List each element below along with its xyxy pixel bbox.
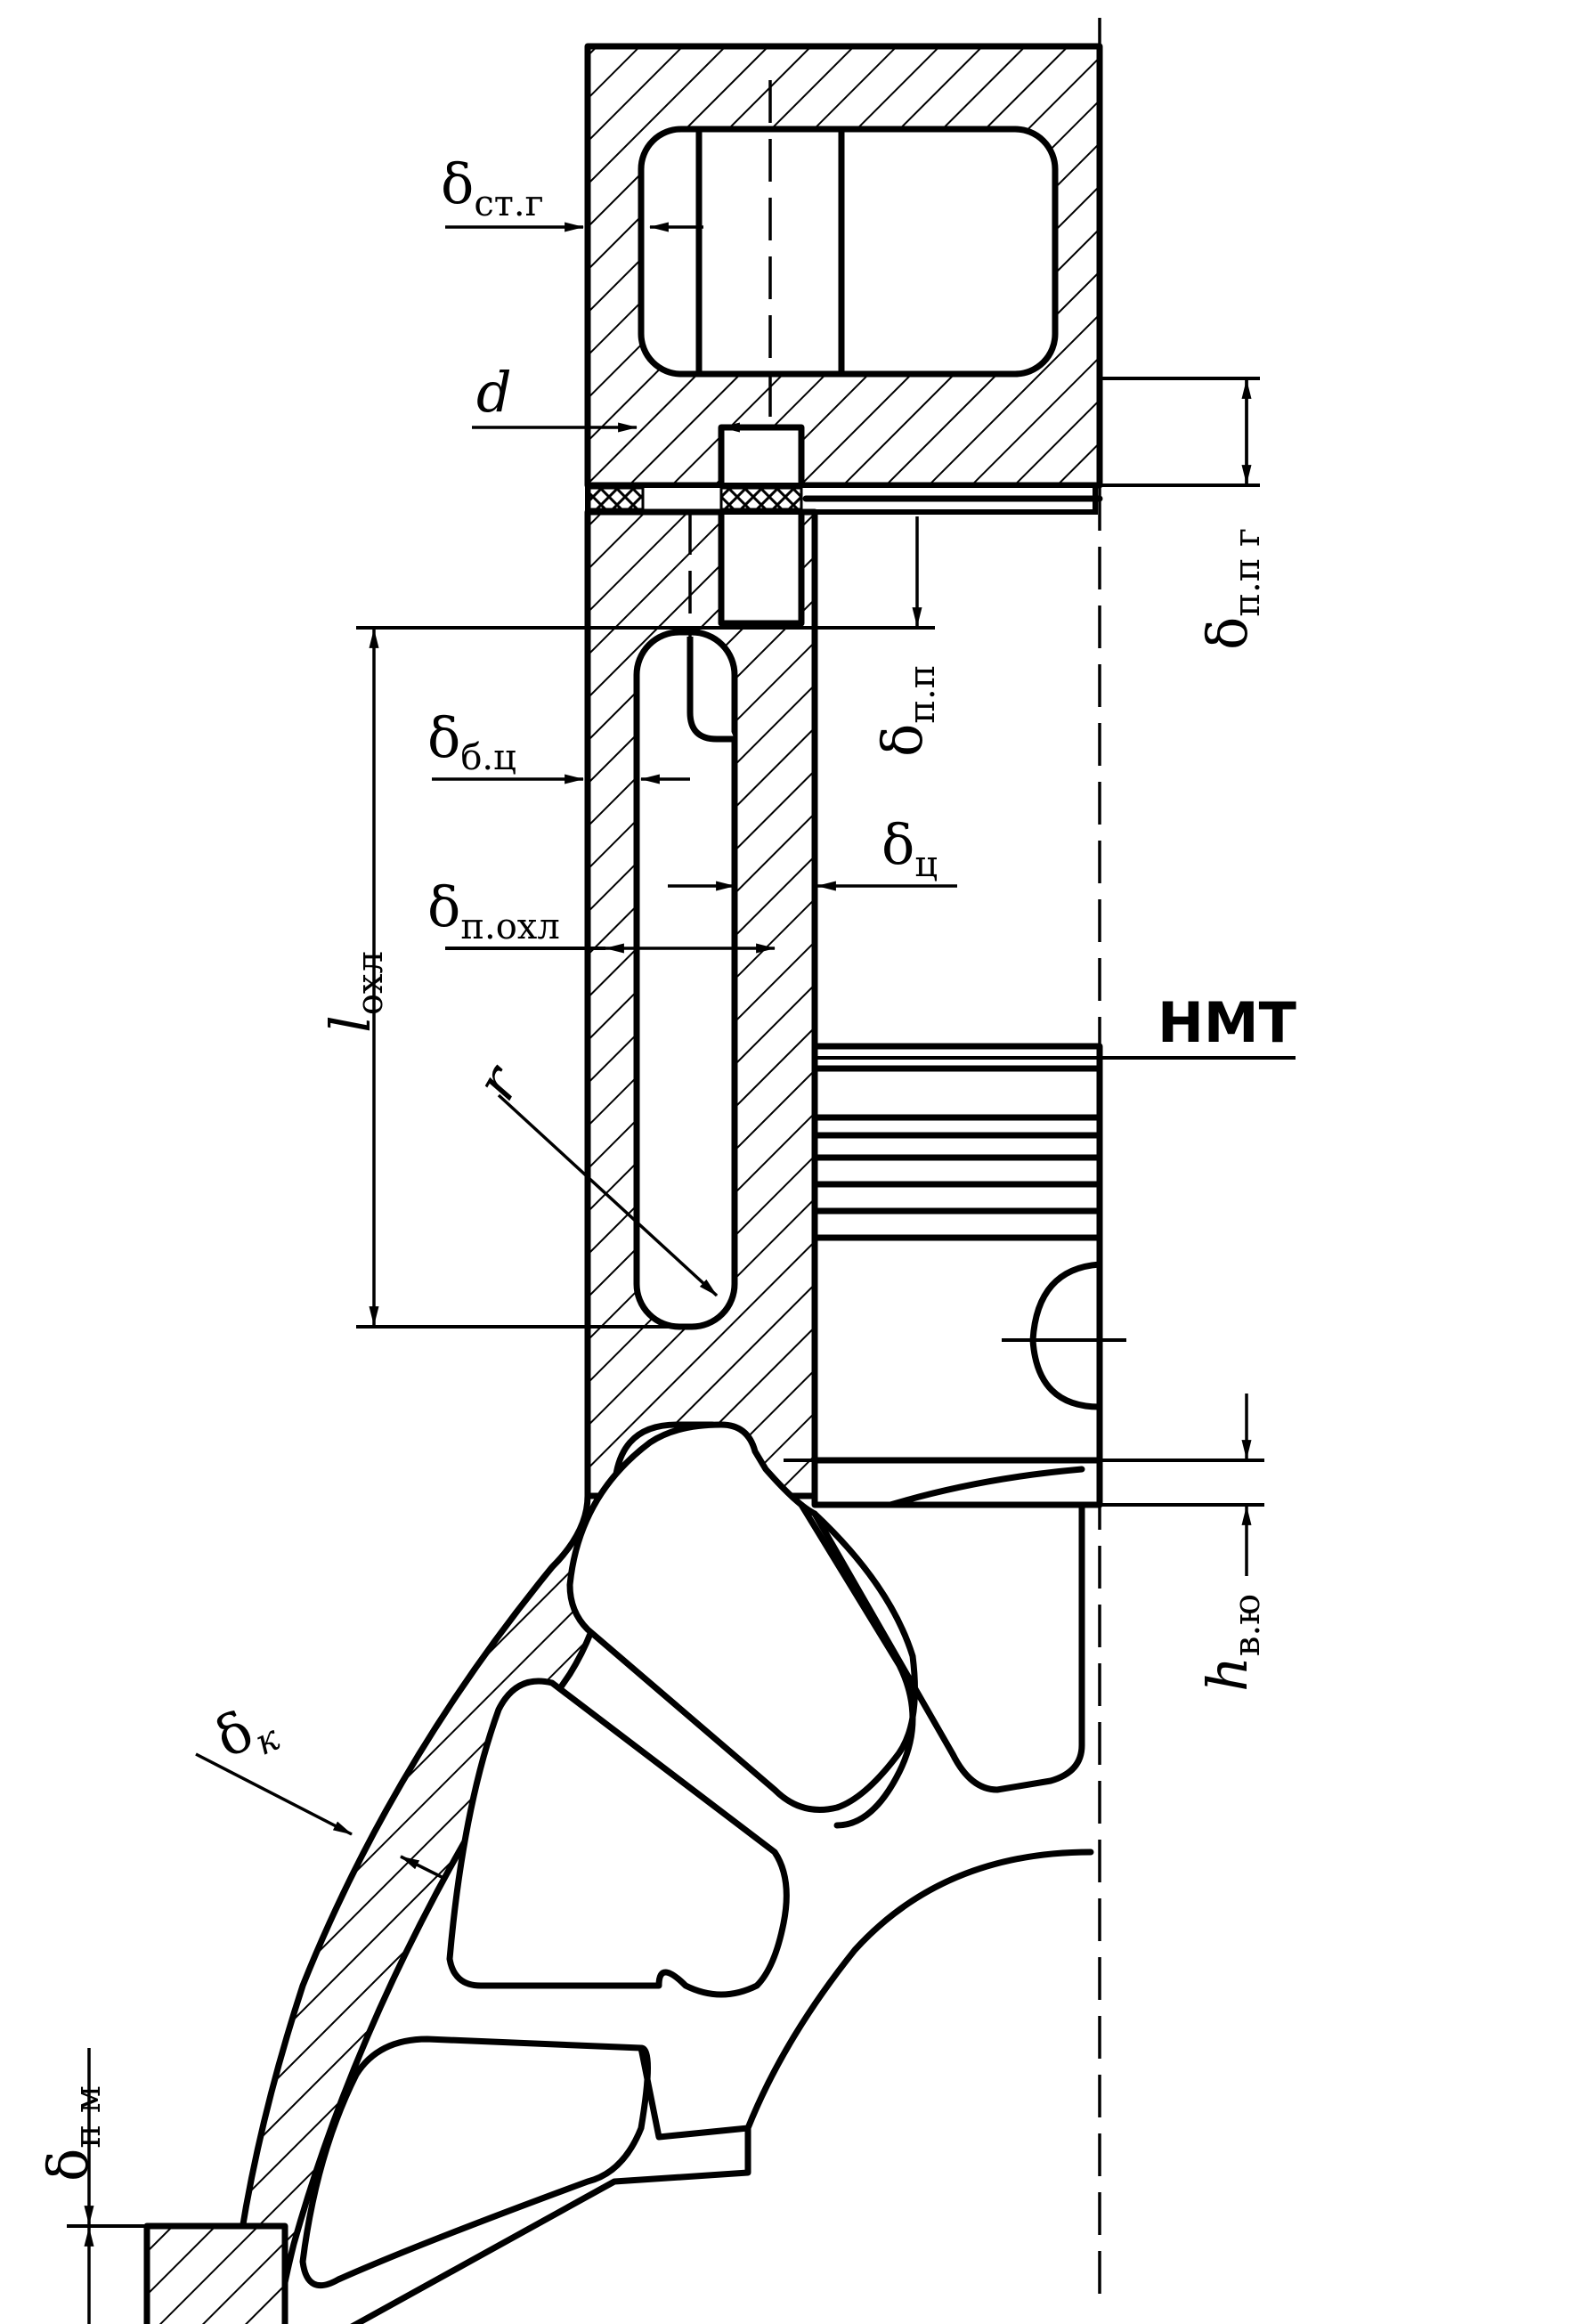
label-delta-ts-sub: ц [914, 844, 938, 885]
label-delta-p-p-main: δ [870, 724, 935, 757]
label-delta-b-ts-main: δ [427, 705, 460, 770]
svg-text:δст.г: δст.г [441, 151, 544, 224]
label-delta-p-m-sub: п м [68, 2085, 109, 2149]
dim-delta-p-okhl: δп.охл [427, 874, 776, 954]
label-d: d [476, 360, 512, 425]
label-h-v-yu-main: h [1195, 1656, 1260, 1692]
dim-delta-st-g: δст.г [441, 151, 703, 232]
label-delta-st-g-sub: ст.г [474, 183, 543, 224]
svg-text:δп.п г: δп.п г [1195, 528, 1268, 650]
label-l-okhl-main: l [318, 1015, 383, 1033]
cylinder-head [584, 43, 1103, 489]
dim-d: d [472, 360, 801, 433]
crankcase-webs [299, 1421, 1094, 2324]
svg-text:δц: δц [881, 812, 938, 885]
svg-text:hв.ю: hв.ю [1195, 1594, 1268, 1692]
label-r: r [463, 1052, 534, 1110]
label-l-okhl-sub: охл [350, 951, 391, 1015]
dim-h-v-yu: hв.ю [784, 1394, 1268, 1692]
label-delta-st-g-main: δ [441, 151, 474, 216]
label-h-v-yu-sub: в.ю [1227, 1594, 1268, 1656]
label-nmt: НМТ [1158, 990, 1296, 1055]
nmt-marker: НМТ [815, 990, 1296, 1060]
label-delta-p-m-main: δ [36, 2149, 101, 2182]
cylinder-wall [584, 508, 818, 1571]
piston [811, 1043, 1126, 1508]
label-delta-p-okhl-sub: п.охл [460, 906, 559, 947]
svg-text:δп м: δп м [36, 2085, 109, 2182]
head-gasket [585, 483, 1103, 515]
label-delta-p-p-sub: п.п [902, 665, 943, 724]
svg-text:lохл: lохл [318, 951, 391, 1033]
dim-delta-p-m: δп м [36, 2048, 147, 2324]
label-delta-ts-main: δ [881, 812, 914, 877]
dim-delta-b-ts: δб.ц [427, 705, 690, 784]
dim-delta-ts: δц [668, 812, 957, 891]
svg-text:δп.охл: δп.охл [427, 874, 560, 947]
svg-text:δп.п: δп.п [870, 665, 943, 757]
svg-text:δб.ц: δб.ц [427, 705, 516, 778]
label-delta-p-p-g-main: δ [1195, 617, 1260, 650]
dim-l-okhl: lохл [318, 628, 686, 1329]
dim-delta-p-p-g: δп.п г [1100, 377, 1268, 650]
dim-delta-p-p: δп.п [356, 516, 943, 757]
label-delta-p-p-g-sub: п.п г [1227, 528, 1268, 617]
label-delta-b-ts-sub: б.ц [460, 737, 516, 778]
label-delta-p-okhl-main: δ [427, 874, 460, 939]
